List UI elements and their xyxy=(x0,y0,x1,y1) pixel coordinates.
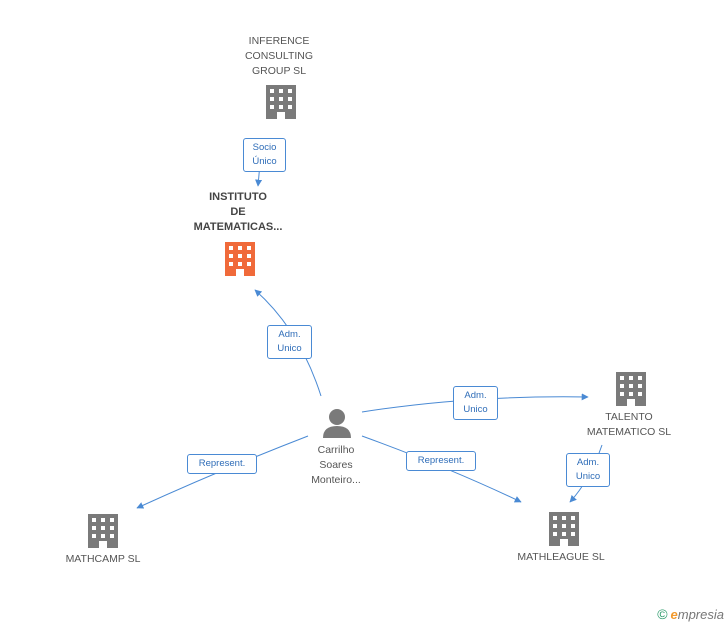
building-icon[interactable] xyxy=(225,242,255,276)
edge-label-adm-talento-mathleague[interactable]: Adm. Unico xyxy=(566,453,610,487)
edge-label-adm-instituto[interactable]: Adm. Unico xyxy=(267,325,312,359)
building-icon[interactable] xyxy=(549,512,579,546)
building-icon[interactable] xyxy=(616,372,646,406)
building-icon[interactable] xyxy=(88,514,118,548)
copyright-symbol: © xyxy=(657,606,668,622)
node-label-instituto[interactable]: INSTITUTO DE MATEMATICAS... xyxy=(193,191,283,233)
edge-label-adm-talento[interactable]: Adm. Unico xyxy=(453,386,498,420)
edge-label-represent-mathleague[interactable]: Represent. xyxy=(406,451,476,471)
node-label-mathleague[interactable]: MATHLEAGUE SL xyxy=(517,551,605,563)
person-icon[interactable] xyxy=(323,409,351,438)
edge-label-socio-unico[interactable]: Socio Único xyxy=(243,138,286,172)
node-label-mathcamp[interactable]: MATHCAMP SL xyxy=(65,553,141,565)
node-label-inference[interactable]: INFERENCE CONSULTING GROUP SL xyxy=(244,35,314,77)
brand-logo: empresia xyxy=(670,607,724,622)
building-icon[interactable] xyxy=(266,85,296,119)
node-label-talento[interactable]: TALENTO MATEMATICO SL xyxy=(586,411,672,438)
copyright-watermark: ©empresia xyxy=(657,606,724,622)
node-label-person[interactable]: Carrilho Soares Monteiro... xyxy=(311,444,361,486)
edge-label-represent-mathcamp[interactable]: Represent. xyxy=(187,454,257,474)
